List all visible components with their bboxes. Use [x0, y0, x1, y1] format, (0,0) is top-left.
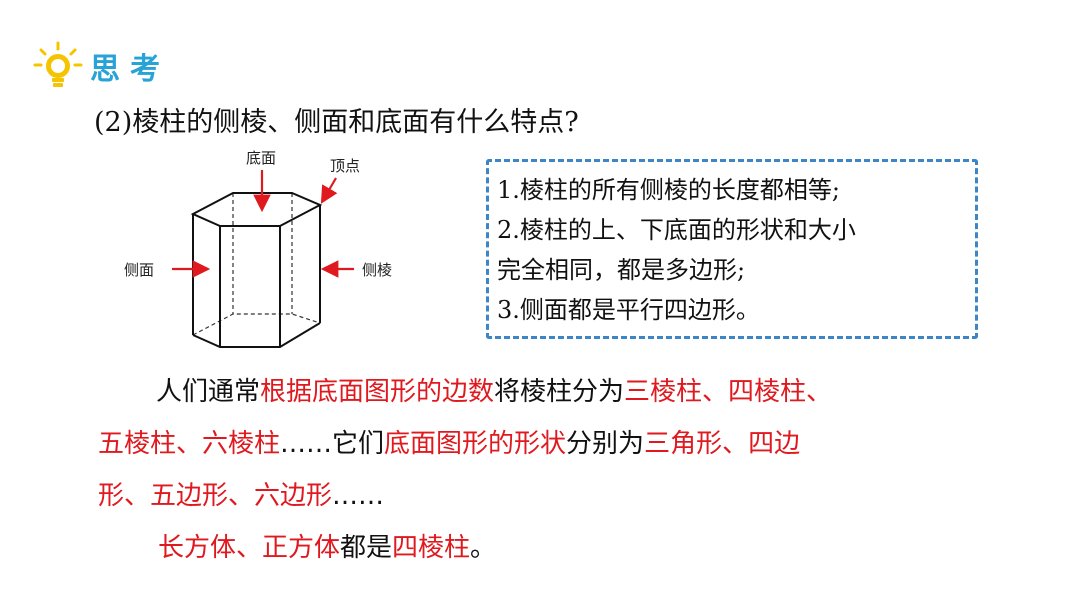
highlight-run: 四棱柱	[392, 533, 471, 563]
highlight-run: 三角形、四边	[644, 429, 801, 459]
header-title: 思考	[90, 52, 170, 87]
answer-line: 3.侧面都是平行四边形。	[497, 296, 760, 324]
label-vertex: 顶点	[330, 157, 360, 175]
explanation-paragraph: 人们通常根据底面图形的边数将棱柱分为三棱柱、四棱柱、 五棱柱、六棱柱……它们底面…	[98, 366, 998, 574]
text-run: 。	[470, 533, 497, 563]
highlight-run: 根据底面图形的边数	[260, 377, 495, 407]
question-text: (2)棱柱的侧棱、侧面和底面有什么特点?	[94, 107, 579, 138]
section-header: 思考	[32, 40, 170, 92]
highlight-run: 底面图形的形状	[384, 429, 567, 459]
paragraph-line-2: 五棱柱、六棱柱……它们底面图形的形状分别为三角形、四边	[98, 418, 998, 470]
text-run: ……它们	[280, 429, 385, 459]
label-side-edge: 侧棱	[362, 261, 392, 279]
paragraph-line-1: 人们通常根据底面图形的边数将棱柱分为三棱柱、四棱柱、	[98, 366, 998, 418]
top-face	[190, 192, 323, 227]
hidden-edges	[192, 193, 321, 336]
text-run: 分别为	[566, 429, 645, 459]
lightbulb-icon	[33, 41, 83, 87]
answer-line: 2.棱柱的上、下底面的形状和大小	[497, 216, 856, 244]
highlight-run: 长方体、正方体	[158, 533, 341, 563]
highlight-run: 形、五边形、六边形	[98, 481, 333, 511]
text-run: 将棱柱分为	[494, 377, 625, 407]
paragraph-line-4: 长方体、正方体都是四棱柱。	[98, 522, 998, 574]
answer-line: 1.棱柱的所有侧棱的长度都相等;	[497, 176, 840, 204]
label-side-face: 侧面	[124, 261, 154, 279]
paragraph-line-3: 形、五边形、六边形……	[98, 470, 998, 522]
label-bottom-face: 底面	[246, 149, 276, 167]
arrow-vertex	[320, 177, 338, 204]
text-run: 都是	[340, 533, 393, 563]
answer-line: 完全相同，都是多边形;	[497, 256, 746, 284]
highlight-run: 五棱柱、六棱柱	[98, 429, 281, 459]
answer-box: 1.棱柱的所有侧棱的长度都相等; 2.棱柱的上、下底面的形状和大小 完全相同，都…	[486, 159, 978, 339]
text-run: ……	[332, 481, 385, 511]
highlight-run: 三棱柱、四棱柱、	[624, 377, 833, 407]
text-run: 人们通常	[156, 377, 261, 407]
hexagonal-prism-diagram: 底面 顶点 侧面 侧棱	[124, 149, 392, 348]
